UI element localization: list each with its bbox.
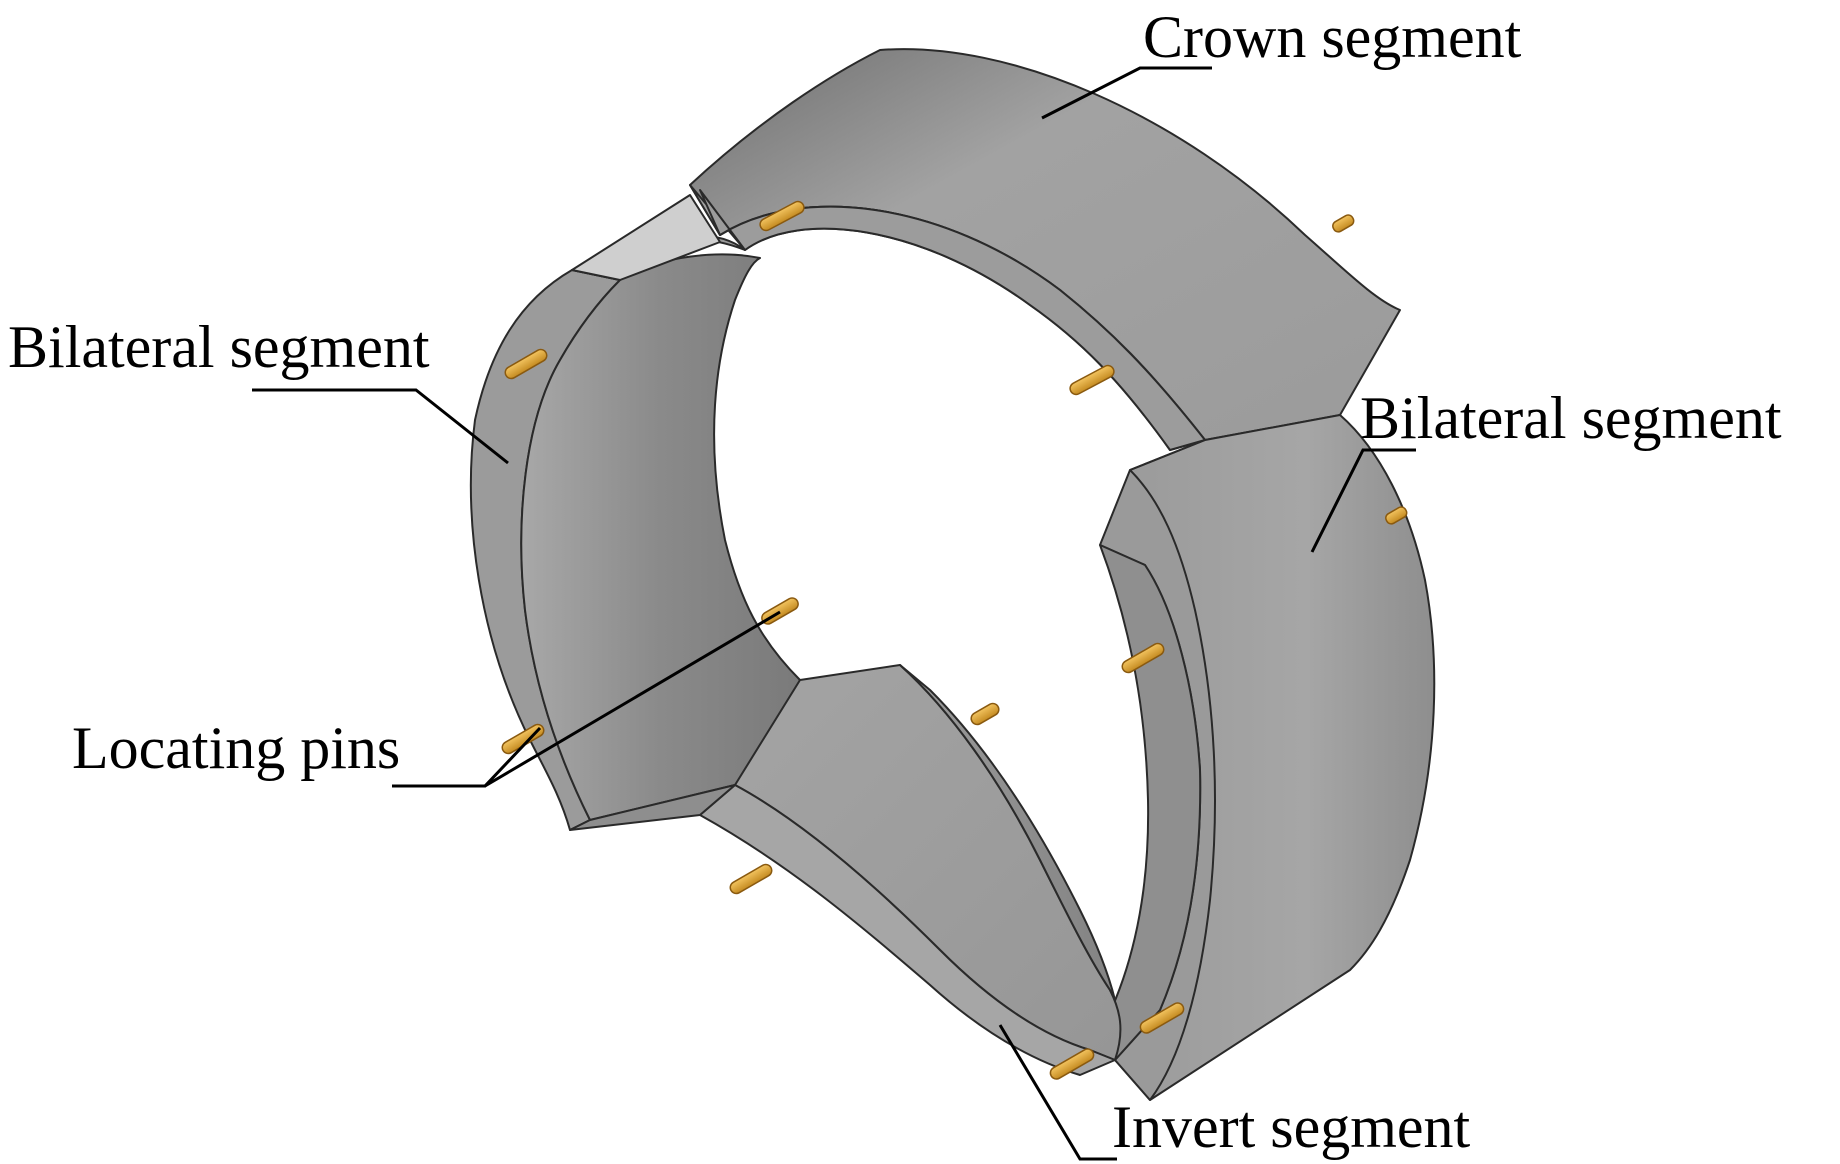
crown-left-joint-face [571,194,721,281]
locating-pin [1332,214,1355,233]
right-bilateral-segment-label: Bilateral segment [1360,385,1782,451]
locating-pin [1121,642,1165,674]
right-bilateral-leader-line [1310,448,1416,553]
labels: Crown segment Bilateral segment Bilatera… [8,4,1782,1160]
crown-segment-label: Crown segment [1143,4,1522,70]
locating-pin [504,348,548,380]
locating-pins-group [501,200,1408,1080]
locating-pin [759,200,805,232]
locating-pin [729,863,773,895]
leader-lines [252,66,1416,1161]
invert-segment-front-face [699,784,1116,1076]
locating-pin [1069,364,1115,396]
locating-pin [1385,506,1408,525]
invert-leader-line [998,1024,1117,1161]
locating-pin [1139,1002,1185,1034]
invert-segment-label: Invert segment [1112,1094,1471,1160]
crown-leader-line [1041,66,1212,120]
locating-pins-leader-line-b [484,610,781,788]
left-bilateral-leader-line [252,388,509,465]
locating-pin [1049,1048,1095,1080]
left-invert-joint-ledge [569,784,736,831]
crown-segment-outer-surface [689,48,1401,441]
locating-pin [970,702,1000,726]
lining-ring [469,48,1436,1101]
locating-pins-label: Locating pins [72,715,400,781]
invert-segment-inner-surface [899,664,1116,1001]
left-bilateral-segment-label: Bilateral segment [8,314,430,380]
